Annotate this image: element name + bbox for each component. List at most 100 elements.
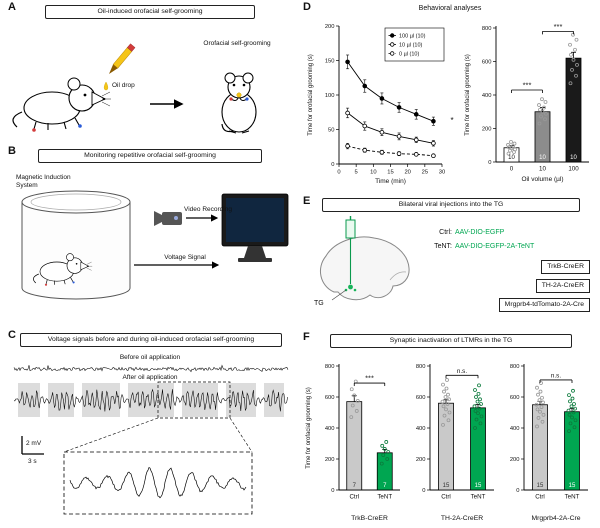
after-caption: After oil application [122, 374, 178, 381]
driver-box-trkb: TrkB-CreER [541, 260, 590, 274]
svg-text:Time (min): Time (min) [375, 178, 406, 185]
panel-e-label: E [303, 195, 311, 207]
panel-e-illustration [319, 216, 410, 301]
video-caption: Video Recording [184, 206, 232, 213]
oil-drop-icon [103, 81, 109, 91]
panel-b-label: B [8, 145, 16, 157]
svg-text:400: 400 [510, 426, 520, 432]
svg-text:800: 800 [416, 364, 426, 370]
panel-a-illustration [12, 43, 257, 134]
svg-text:800: 800 [482, 26, 492, 32]
svg-text:10: 10 [570, 155, 577, 161]
svg-text:TrkB-CreER: TrkB-CreER [351, 515, 388, 522]
svg-text:150: 150 [325, 59, 335, 65]
svg-text:600: 600 [482, 60, 492, 66]
svg-text:Mrgprb4-2A-Cre: Mrgprb4-2A-Cre [531, 515, 580, 522]
svg-text:10: 10 [370, 170, 376, 176]
tent-virus: AAV-DIO-EGFP-2A-TeNT [455, 243, 535, 250]
svg-text:Ctrl: Ctrl [349, 494, 359, 501]
mrgprb4-bar-chart: 020040060080015Ctrl15TeNTMrgprb4-2A-Cren… [510, 364, 588, 522]
svg-text:0: 0 [337, 170, 340, 176]
grooming-caption: Orofacial self-grooming [203, 40, 271, 47]
tg-pointer-line [331, 289, 347, 301]
panel-d-title: Behavioral analyses [418, 5, 482, 12]
svg-text:400: 400 [416, 426, 426, 432]
svg-text:TH-2A-CreER: TH-2A-CreER [441, 515, 483, 522]
scale-s-caption: 3 s [28, 458, 37, 465]
svg-text:n.s.: n.s. [551, 372, 561, 379]
svg-text:*: * [450, 116, 453, 125]
svg-text:0: 0 [516, 488, 519, 494]
driver-box-mrgprb4: Mrgprb4-tdTomato-2A-Cre [498, 298, 590, 312]
svg-text:5: 5 [355, 170, 358, 176]
ctrl-virus: AAV-DIO-EGFP [455, 229, 505, 236]
syringe-icon [345, 216, 356, 284]
tent-virus-row: TeNT: AAV-DIO-EGFP-2A-TeNT [424, 242, 534, 251]
svg-text:20: 20 [404, 170, 410, 176]
panel-c-label: C [8, 329, 16, 341]
svg-text:TeNT: TeNT [377, 494, 392, 501]
svg-text:0: 0 [422, 488, 425, 494]
tg-caption: TG [314, 300, 324, 307]
system-caption-line1: Magnetic Induction [16, 174, 71, 181]
svg-text:25: 25 [422, 170, 428, 176]
driver-box-list: TrkB-CreER TH-2A-CreER Mrgprb4-tdTomato-… [498, 260, 590, 312]
svg-text:400: 400 [482, 93, 492, 99]
svg-text:800: 800 [325, 364, 335, 370]
svg-text:50: 50 [328, 128, 334, 134]
svg-text:7: 7 [353, 483, 357, 489]
svg-text:***: *** [365, 374, 374, 383]
svg-text:10: 10 [539, 155, 546, 161]
svg-text:15: 15 [537, 483, 544, 489]
voltage-caption: Voltage Signal [164, 254, 206, 261]
svg-text:Ctrl: Ctrl [441, 494, 451, 501]
svg-text:200: 200 [482, 127, 492, 133]
svg-text:200: 200 [416, 457, 426, 463]
panel-f-label: F [303, 331, 310, 343]
svg-text:Time for orofacial grooming (s: Time for orofacial grooming (s) [306, 387, 312, 468]
svg-text:0: 0 [510, 166, 514, 173]
panel-a-label: A [8, 1, 16, 13]
induction-chamber-icon [21, 190, 131, 300]
svg-text:200: 200 [325, 24, 335, 30]
svg-text:0: 0 [331, 162, 334, 168]
ctrl-label: Ctrl: [439, 229, 452, 236]
before-caption: Before oil application [119, 354, 181, 361]
svg-text:15: 15 [443, 483, 450, 489]
svg-text:Time for orofacial grooming (s: Time for orofacial grooming (s) [308, 54, 314, 135]
svg-text:600: 600 [510, 395, 520, 401]
camera-icon [154, 211, 182, 226]
panel-c-traces [13, 364, 289, 515]
tent-label: TeNT: [434, 243, 452, 250]
svg-text:10: 10 [508, 155, 515, 161]
mouse-icon [12, 77, 112, 133]
svg-text:7: 7 [383, 483, 387, 489]
panel-b-illustration [21, 190, 289, 300]
oil-drop-caption: Oil drop [112, 82, 135, 89]
svg-text:100 µl (10): 100 µl (10) [399, 34, 426, 40]
svg-text:Oil volume (µl): Oil volume (µl) [521, 176, 563, 183]
svg-text:15: 15 [475, 483, 482, 489]
svg-text:200: 200 [510, 457, 520, 463]
ctrl-virus-row: Ctrl: AAV-DIO-EGFP [424, 228, 504, 237]
svg-text:TeNT: TeNT [565, 494, 580, 501]
panel-e-title: Bilateral viral injections into the TG [322, 198, 580, 212]
panel-b-title: Monitoring repetitive orofacial self-gro… [38, 149, 262, 163]
grooming-mouse-icon [221, 72, 257, 134]
svg-text:10: 10 [539, 166, 546, 173]
panel-c-title: Voltage signals before and during oil-in… [20, 333, 282, 347]
oil-pen-icon [103, 43, 136, 91]
svg-text:0 µl (10): 0 µl (10) [399, 52, 419, 58]
svg-text:15: 15 [387, 170, 393, 176]
driver-box-th: TH-2A-CreER [535, 279, 590, 293]
svg-text:800: 800 [510, 364, 520, 370]
svg-text:200: 200 [325, 457, 335, 463]
svg-text:0: 0 [488, 160, 491, 166]
svg-text:30: 30 [439, 170, 445, 176]
svg-text:***: *** [523, 80, 532, 89]
